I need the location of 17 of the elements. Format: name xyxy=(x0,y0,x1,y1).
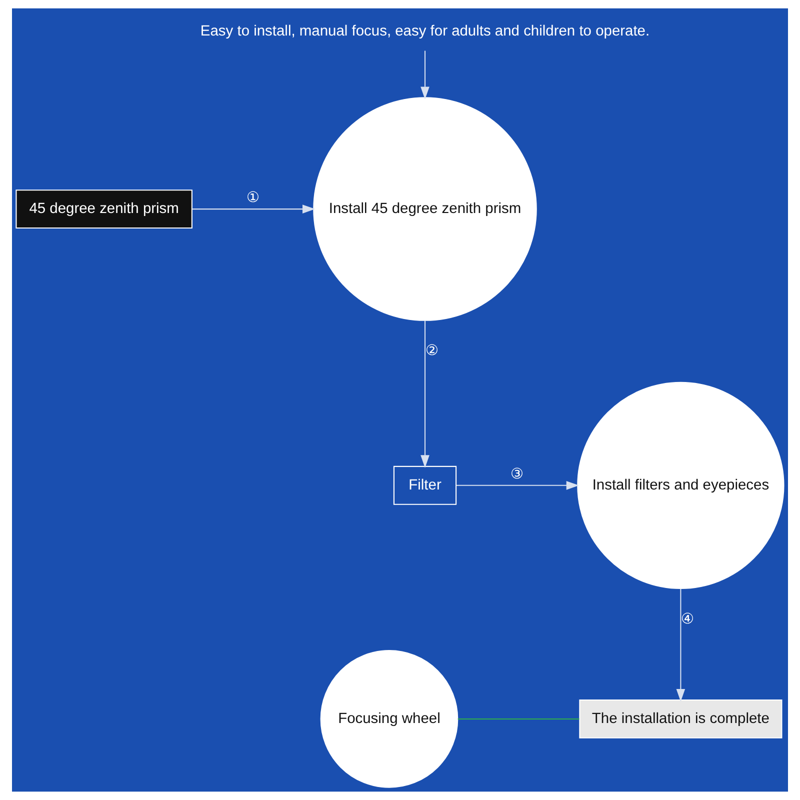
arrow xyxy=(456,480,579,490)
edge-label: ③ xyxy=(510,466,524,482)
node-box: The installation is complete xyxy=(579,700,782,738)
arrow xyxy=(676,588,686,702)
node-box: 45 degree zenith prism xyxy=(16,190,192,229)
node-circle: Install 45 degree zenith prism xyxy=(313,97,537,321)
edge-label: ④ xyxy=(681,611,694,628)
arrow xyxy=(420,320,430,468)
edge-label: ① xyxy=(246,190,260,206)
arrow xyxy=(192,204,316,214)
edge-label: ② xyxy=(425,343,438,360)
node-circle: Focusing wheel xyxy=(320,650,458,788)
arrow xyxy=(420,50,430,100)
node-circle: Install filters and eyepieces xyxy=(577,382,784,589)
node-text: Easy to install, manual focus, easy for adults and children to operate. xyxy=(200,23,650,40)
connector xyxy=(458,718,580,720)
node-box: Filter xyxy=(393,466,457,505)
